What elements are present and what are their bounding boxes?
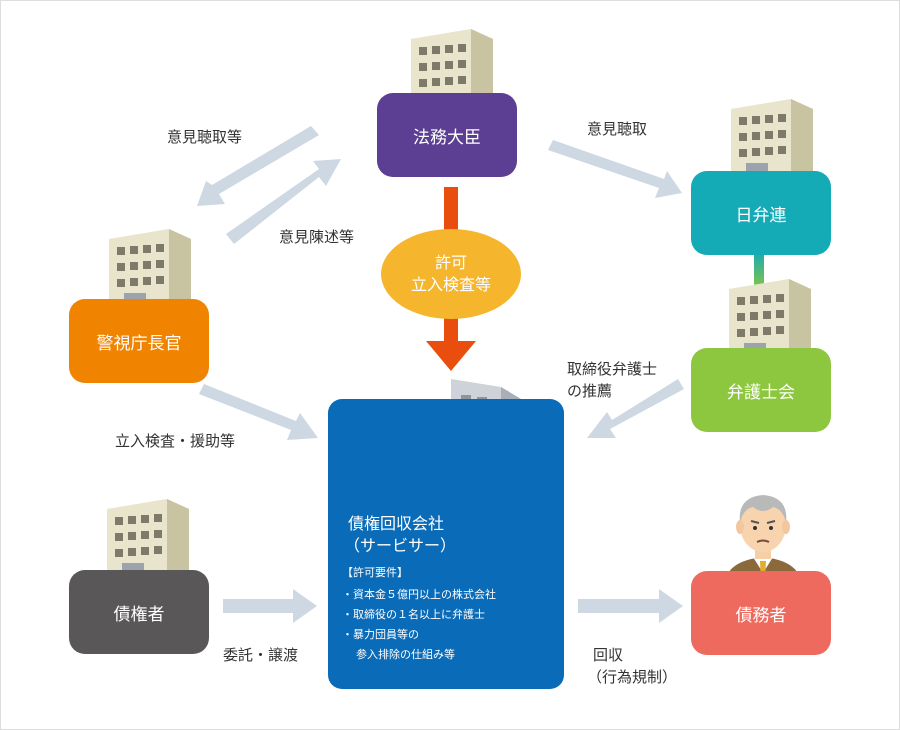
- hearing-etc-label: 意見聴取等: [167, 128, 243, 146]
- director-recommend-line2: の推薦: [567, 382, 613, 400]
- creditor-box: 債権者: [69, 570, 209, 654]
- police-building-icon: [109, 229, 191, 309]
- nichibenren-building-icon: [731, 99, 813, 179]
- director-recommend-line1: 取締役弁護士: [567, 360, 658, 378]
- requirements-title: 【許可要件】: [342, 566, 408, 579]
- requirement-item: ・取締役の１名以上に弁護士: [342, 608, 485, 621]
- debtor-box: 債務者: [691, 571, 831, 655]
- servicer-company-card: 債権回収会社 （サービサー） 【許可要件】 ・資本金５億円以上の株式会社 ・取締…: [328, 399, 564, 689]
- requirement-item: ・暴力団員等の: [342, 628, 419, 641]
- requirements-list: ・資本金５億円以上の株式会社 ・取締役の１名以上に弁護士 ・暴力団員等の 参入排…: [342, 585, 496, 665]
- director-recommend-arrow: [587, 379, 684, 438]
- collect-label-line2: （行為規制）: [587, 668, 678, 686]
- bar-association-building-icon: [729, 279, 811, 359]
- minister-label: 法務大臣: [413, 127, 481, 148]
- minister-box: 法務大臣: [377, 93, 517, 177]
- creditor-label: 債権者: [113, 604, 165, 625]
- permit-arrow-shaft-bottom: [444, 316, 458, 341]
- statement-etc-label: 意見陳述等: [279, 228, 355, 246]
- hearing-label: 意見聴取: [587, 120, 648, 138]
- statement-etc-arrow: [226, 159, 341, 244]
- hearing-arrow: [548, 140, 682, 198]
- consign-transfer-label: 委託・譲渡: [223, 646, 299, 664]
- permit-arrow-shaft-top: [444, 187, 458, 235]
- debtor-label: 債務者: [735, 605, 787, 626]
- hearing-etc-arrow: [197, 126, 319, 206]
- nichibenren-label: 日弁連: [735, 205, 787, 226]
- consign-arrow: [223, 589, 317, 623]
- nichibenren-box: 日弁連: [691, 171, 831, 255]
- permit-oval: 許可 立入検査等: [381, 229, 521, 319]
- permit-arrow-head: [426, 341, 476, 371]
- debtor-person-icon: [725, 495, 801, 583]
- federation-connector: [754, 251, 764, 291]
- police-box: 警視庁長官: [69, 299, 209, 383]
- inspection-assist-label: 立入検査・援助等: [115, 432, 236, 450]
- permit-line2: 立入検査等: [410, 275, 491, 294]
- creditor-building-icon: [107, 499, 189, 579]
- minister-building-icon: [411, 29, 493, 109]
- bar-association-box: 弁護士会: [691, 348, 831, 432]
- collect-arrow: [578, 589, 683, 623]
- company-name: 債権回収会社: [348, 514, 445, 533]
- permit-line1: 許可: [434, 253, 467, 272]
- company-subtitle: （サービサー）: [344, 536, 457, 555]
- collect-label-line1: 回収: [593, 646, 624, 664]
- requirement-item: 参入排除の仕組み等: [356, 648, 455, 661]
- inspection-arrow: [199, 384, 318, 440]
- requirement-item: ・資本金５億円以上の株式会社: [342, 588, 496, 601]
- police-label: 警視庁長官: [96, 333, 182, 354]
- bar-association-label: 弁護士会: [727, 382, 795, 403]
